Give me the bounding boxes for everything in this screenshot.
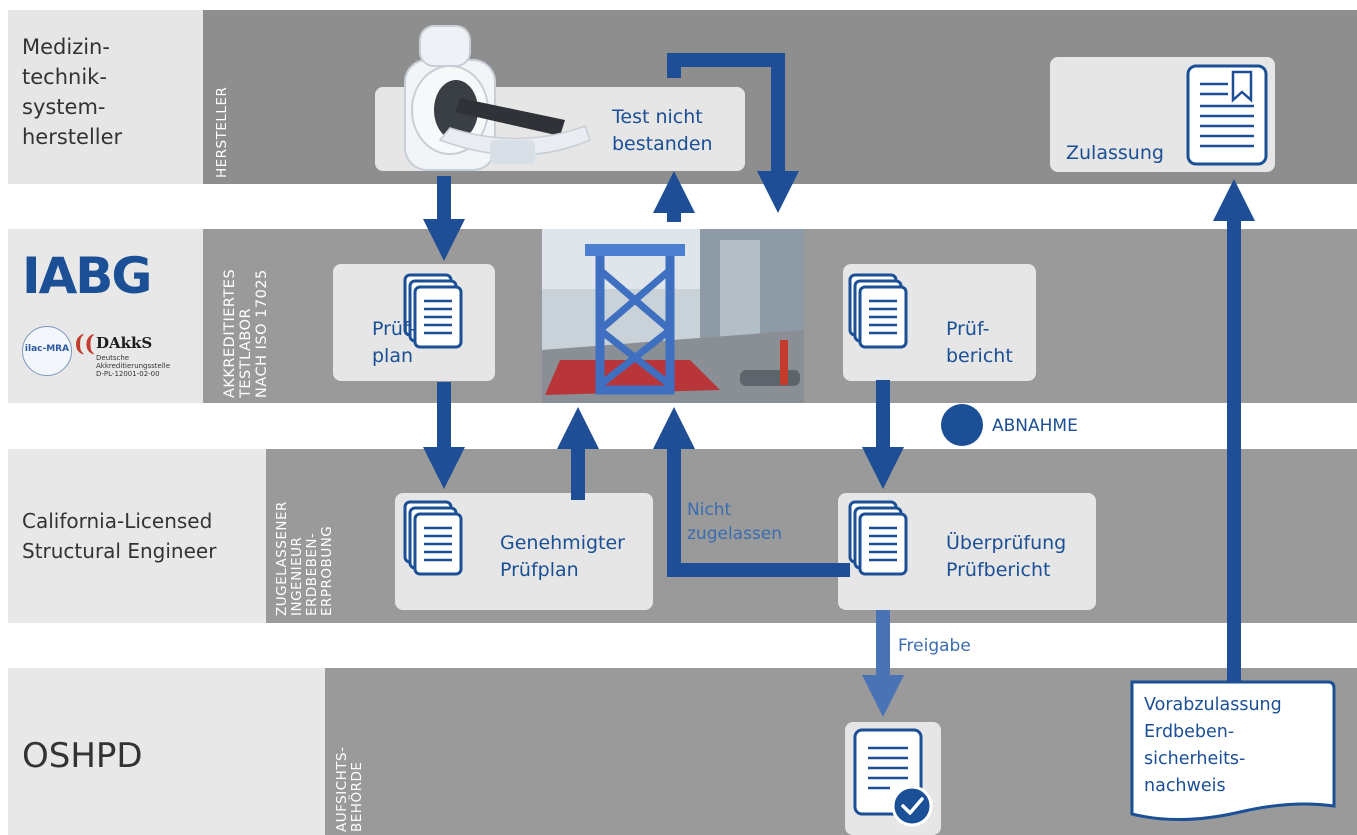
ct-scanner-illustration [404, 25, 591, 171]
ilac-mra-logo: ilac-MRA [22, 326, 72, 376]
dakks-mark-icon: (( [74, 331, 95, 357]
pre-approval-shape [1130, 680, 1336, 822]
acceptance-dot [941, 404, 983, 446]
dakks-line-1: Deutsche [96, 354, 130, 362]
iabg-logo: IABG [22, 247, 152, 305]
document-check-icon [853, 728, 933, 827]
acceptance-label: ABNAHME [992, 416, 1078, 436]
lane-authority-name: OSHPD [22, 736, 143, 776]
dakks-line-3: D-PL-12001-02-00 [96, 370, 160, 378]
lane-engineer-name: California-Licensed Structural Engineer [22, 509, 217, 563]
document-stack-icon [850, 502, 906, 574]
pre-approval-text: Vorabzulassung Erdbeben- sicherheits- na… [1144, 695, 1282, 796]
document-stack-icon [850, 275, 906, 347]
dakks-logo: (( DAkkS Deutsche Akkreditierungsstelle … [74, 331, 194, 378]
not-approved-label: Nicht zugelassen [687, 500, 783, 544]
test-rig-photo [542, 229, 804, 403]
dakks-line-2: Akkreditierungsstelle [96, 362, 171, 370]
lane-manufacturer-name: Medizin- technik- system- hersteller [22, 35, 123, 149]
dakks-name: DAkkS [96, 334, 153, 352]
approval-text: Zulassung [1066, 142, 1164, 164]
flow-arrows [423, 53, 1255, 682]
approved-plan-text: Genehmigter Prüfplan [500, 532, 625, 581]
document-stack-icon [405, 502, 461, 574]
arrow-failed-back-to-test [667, 53, 799, 213]
test-plan-text: Prüf- plan [372, 318, 416, 367]
ilac-mra-text: ilac-MRA [24, 344, 70, 354]
test-failed-text: Test nicht bestanden [612, 106, 713, 155]
report-review-text: Überprüfung Prüfbericht [946, 532, 1067, 581]
bookmark-document-icon [1186, 64, 1268, 166]
test-report-text: Prüf- bericht [946, 318, 1013, 367]
arrow-not-approved [653, 407, 850, 577]
release-label: Freigabe [898, 636, 971, 656]
